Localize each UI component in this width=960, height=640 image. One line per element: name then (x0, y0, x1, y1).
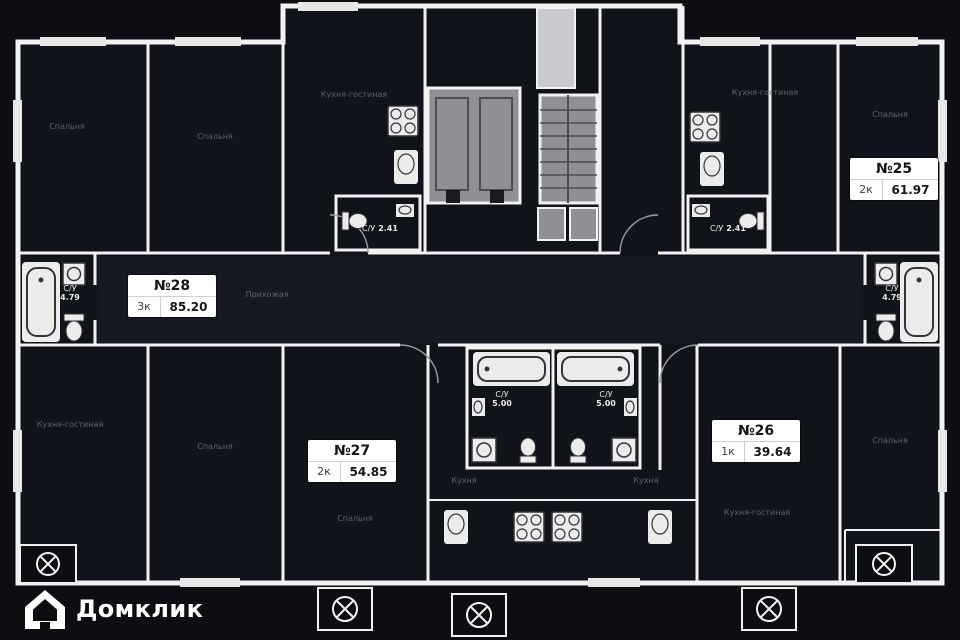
balcony-window (855, 544, 913, 584)
bathroom-area: 4.79 (882, 293, 902, 302)
kitchen-sink-icon (700, 152, 724, 186)
bathroom-area: 5.00 (596, 399, 616, 408)
stove-icon (551, 511, 583, 543)
room-label: Спальня (872, 110, 908, 119)
bathroom-type: С/У (495, 390, 509, 399)
room-label: Спальня (49, 122, 85, 131)
apartment-area: 54.85 (349, 465, 388, 479)
interior-walls (18, 6, 942, 583)
washing-machines (62, 262, 898, 463)
apartment-info: 1к 39.64 (712, 441, 800, 462)
balcony-window (19, 544, 77, 584)
toilet-icon (738, 211, 765, 231)
room-label: Кухня-гостиная (731, 88, 799, 97)
sink-icon (472, 398, 485, 416)
bathroom-type: С/У (599, 390, 613, 399)
apartment-rooms: 2к (850, 180, 883, 200)
apartment-number: №27 (333, 443, 371, 459)
windows (13, 2, 947, 587)
toilet-icon (341, 211, 368, 231)
apartment-area: 39.64 (753, 445, 792, 459)
corridor (97, 256, 863, 343)
balcony-windows (19, 544, 913, 637)
apartment-tag-26[interactable]: №26 1к 39.64 (712, 420, 800, 462)
bathtub (22, 262, 60, 342)
sink-icon (624, 398, 637, 416)
apartment-info: 3к 85.20 (128, 296, 216, 317)
apartment-info: 2к 61.97 (850, 179, 938, 200)
sink-icon (396, 204, 414, 217)
domklik-logo-text: Домклик (76, 595, 204, 623)
room-label: Кухня (633, 476, 659, 485)
balcony-window (741, 587, 797, 631)
kitchen-sink-icon (444, 510, 468, 544)
apartment-rooms: 2к (308, 462, 341, 482)
bathroom-area: 4.79 (60, 293, 80, 302)
bathroom-label: С/У 5.00 (478, 390, 526, 408)
apartment-tag-27[interactable]: №27 2к 54.85 (308, 440, 396, 482)
apartment-tag-25[interactable]: №25 2к 61.97 (850, 158, 938, 200)
apartment-info: 2к 54.85 (308, 461, 396, 482)
stove-icon (689, 111, 721, 143)
bathroom-type: С/У (63, 284, 77, 293)
stoves (387, 105, 721, 543)
balcony-window (317, 587, 373, 631)
apartment-number: №25 (875, 161, 913, 177)
kitchen-sinks (394, 150, 724, 544)
toilet-icon (569, 437, 587, 464)
bathroom-area: 2.41 (726, 224, 746, 233)
bathroom-label: С/У 5.00 (582, 390, 630, 408)
room-label: Прихожая (245, 290, 289, 299)
balcony-window (451, 593, 507, 637)
apartment-area: 85.20 (169, 300, 208, 314)
kitchen-sink-icon (394, 150, 418, 184)
room-label: Спальня (197, 442, 233, 451)
room-label: Кухня-гостиная (723, 508, 791, 517)
apartment-rooms: 1к (712, 442, 745, 462)
bathtub (557, 352, 634, 386)
bathroom-area: 5.00 (492, 399, 512, 408)
room-label: Спальня (337, 514, 373, 523)
bathroom-type: С/У (710, 224, 724, 233)
apartment-number: №28 (153, 278, 191, 294)
washing-machine-icon (62, 262, 86, 286)
elevator-shaft (426, 86, 522, 205)
vent-shafts (536, 7, 598, 241)
bathroom-label: С/У 4.79 (872, 284, 912, 302)
toilet-icon (875, 313, 897, 342)
toilets (63, 211, 897, 464)
toilet-icon (519, 437, 537, 464)
staircase (538, 93, 599, 205)
domklik-house-icon (25, 590, 65, 630)
bathroom-sinks (396, 204, 710, 416)
apartment-number: №26 (737, 423, 775, 439)
apartment-area: 61.97 (891, 183, 930, 197)
apartment-rooms: 3к (128, 297, 161, 317)
room-label: Кухня (451, 476, 477, 485)
room-label: Кухня-гостиная (36, 420, 104, 429)
kitchen-sink-icon (648, 510, 672, 544)
apartment-tag-28[interactable]: №28 3к 85.20 (128, 275, 216, 317)
domklik-logo: Домклик (24, 588, 203, 630)
bathroom-label: С/У 4.79 (50, 284, 90, 302)
washing-machine-icon (611, 437, 637, 463)
stove-icon (513, 511, 545, 543)
bathtub (473, 352, 550, 386)
room-label: Кухня-гостиная (320, 90, 388, 99)
toilet-icon (63, 313, 85, 342)
sink-icon (692, 204, 710, 217)
room-label: Спальня (872, 436, 908, 445)
washing-machine-icon (471, 437, 497, 463)
bathtub (900, 262, 938, 342)
washing-machine-icon (874, 262, 898, 286)
stove-icon (387, 105, 419, 137)
bathtubs (22, 262, 938, 386)
bathroom-type: С/У (362, 224, 376, 233)
bathroom-area: 2.41 (378, 224, 398, 233)
room-label: Спальня (197, 132, 233, 141)
bathroom-type: С/У (885, 284, 899, 293)
